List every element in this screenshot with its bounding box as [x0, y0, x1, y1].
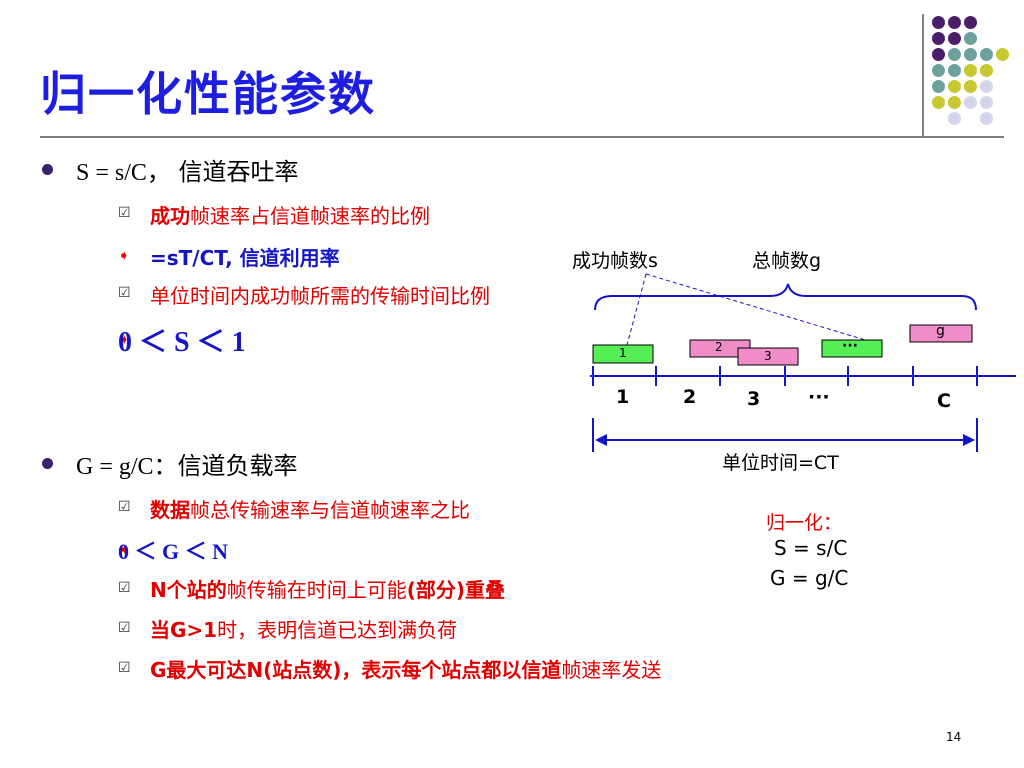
tick-label-dots: ··· — [808, 386, 830, 408]
arrow-icon: ➧ — [118, 332, 130, 348]
g-sub4-rest: 时，表明信道已达到满负荷 — [217, 618, 458, 642]
check-icon: ☑ — [118, 660, 131, 676]
s-sub-time-ratio: 单位时间内成功帧所需的传输时间比例 — [150, 284, 490, 308]
check-icon: ☑ — [118, 205, 131, 221]
check-icon: ☑ — [118, 499, 131, 515]
title-vertical-rule — [922, 14, 924, 136]
s-definition-text: ， 信道吞吐率 — [146, 158, 299, 186]
s-definition: S = s/C， 信道吞吐率 — [76, 152, 299, 187]
frame-2-label: 2 — [715, 340, 723, 354]
bullet-dot — [42, 458, 53, 469]
s-sub-success-ratio: 成功帧速率占信道帧速率的比例 — [150, 200, 430, 229]
g-sub5-rest: 帧速率发送 — [561, 658, 662, 682]
g-sub-full-load: 当G>1时，表明信道已达到满负荷 — [150, 614, 457, 643]
s-sub1-bold: 成功 — [150, 204, 190, 228]
tick-label-3: 3 — [747, 388, 761, 410]
normalization-s-formula: S = s/C — [774, 536, 848, 560]
frame-3-box — [737, 347, 799, 366]
g-sub3-mid: 帧传输在时间上可能 — [226, 578, 407, 602]
frame-g-box — [909, 324, 973, 343]
s-sub-utilization: =sT/CT, 信道利用率 — [150, 246, 340, 270]
tick-label-c: C — [937, 390, 951, 412]
check-icon: ☑ — [118, 285, 131, 301]
s-formula: S = s/C — [76, 160, 147, 186]
dashed-pointer-total — [645, 273, 873, 343]
tick-label-2: 2 — [683, 386, 697, 408]
tick-label-1: 1 — [616, 386, 630, 408]
g-sub1-rest: 帧总传输速率与信道帧速率之比 — [190, 498, 470, 522]
g-sub-overlap: N个站的帧传输在时间上可能(部分)重叠 — [150, 574, 505, 603]
label-total-frames: 总帧数g — [752, 250, 822, 272]
g-sub-max: G最大可达N(站点数)，表示每个站点都以信道帧速率发送 — [150, 654, 661, 683]
g-formula: G = g/C — [76, 454, 154, 480]
frame-dots-label: ··· — [842, 338, 858, 354]
g-definition: G = g/C：信道负载率 — [76, 446, 298, 481]
frame-dots-box — [821, 339, 883, 358]
total-frames-brace — [594, 283, 977, 311]
bullet-dot — [42, 164, 53, 175]
normalization-g-formula: G = g/C — [770, 566, 849, 590]
arrow-icon: ➧ — [118, 248, 130, 264]
page-number: 14 — [946, 730, 962, 744]
normalization-heading: 归一化： — [766, 512, 843, 534]
g-range: 0 ＜ G ＜ N — [118, 539, 229, 564]
arrow-icon: ➧ — [118, 542, 130, 558]
dashed-pointer-success — [626, 273, 647, 346]
s-sub1-rest: 帧速率占信道帧速率的比例 — [190, 204, 430, 228]
check-icon: ☑ — [118, 580, 131, 596]
page-title: 归一化性能参数 — [40, 67, 376, 121]
g-sub3-bold: N个站的 — [150, 578, 227, 602]
unit-time-label: 单位时间=CT — [722, 452, 839, 474]
s-range: 0 ＜ S ＜ 1 — [118, 327, 246, 358]
g-sub3-bold2: (部分)重叠 — [406, 578, 506, 602]
check-icon: ☑ — [118, 620, 131, 636]
unit-time-arrow-head-right — [963, 434, 975, 446]
label-success-frames: 成功帧数s — [572, 250, 658, 272]
g-sub5-bold: G最大可达N(站点数)，表示每个站点都以信道 — [150, 658, 562, 682]
g-sub-data-ratio: 数据帧总传输速率与信道帧速率之比 — [150, 494, 470, 523]
g-sub1-bold: 数据 — [150, 498, 190, 522]
frame-g-label: g — [936, 323, 945, 339]
frame-1-label: 1 — [619, 346, 627, 360]
frame-1-box — [592, 344, 654, 364]
frame-3-label: 3 — [764, 349, 772, 363]
g-sub4-bold: 当G>1 — [150, 618, 218, 642]
unit-time-arrow-head-left — [595, 434, 607, 446]
title-horizontal-rule — [40, 136, 1004, 138]
g-definition-text: ：信道负载率 — [153, 452, 298, 480]
